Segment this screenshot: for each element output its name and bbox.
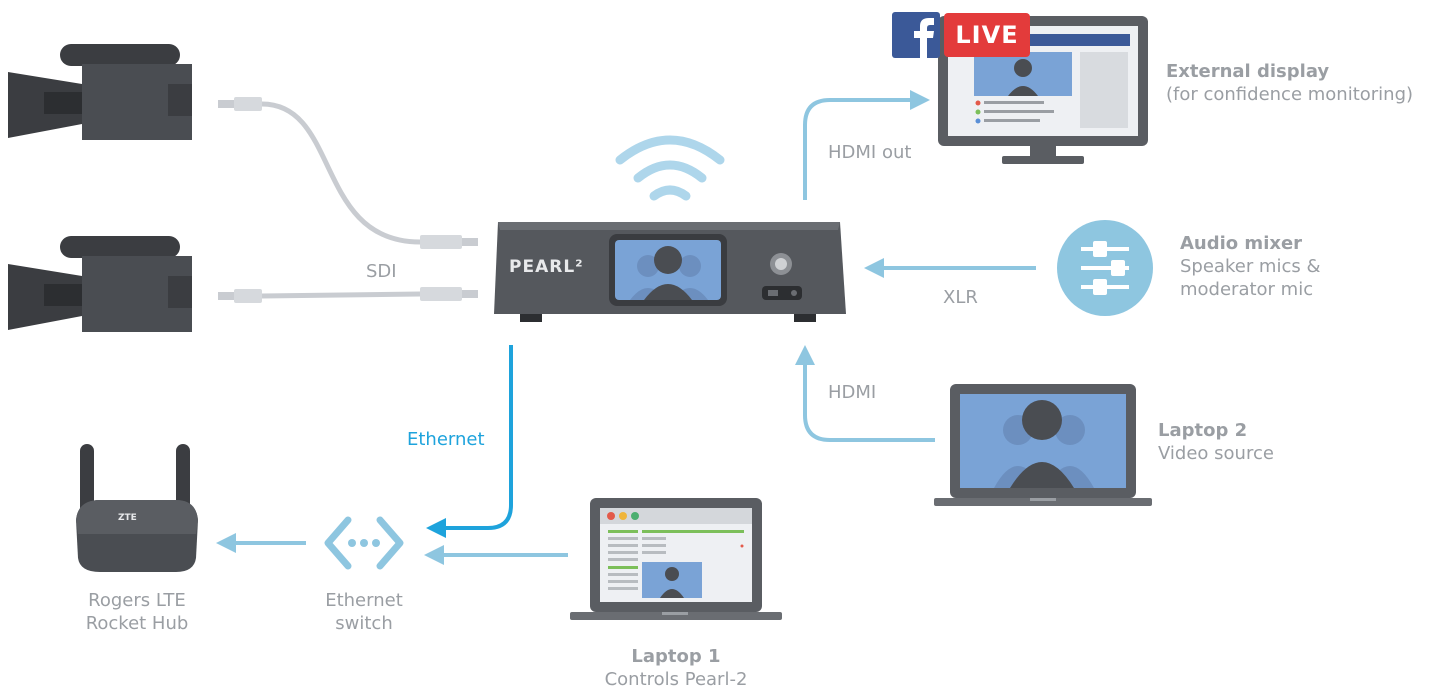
ethernet-line: [426, 345, 513, 538]
switch-line2: switch: [335, 613, 393, 634]
lte-router-icon: [76, 444, 198, 572]
sdi-label: SDI: [366, 261, 397, 282]
audio-mixer-title: Audio mixer: [1180, 233, 1303, 254]
hdmi-in-arrow: [795, 345, 935, 442]
pearl-brand-label: PEARL²: [509, 257, 584, 277]
ethernet-switch-icon: [324, 516, 404, 570]
camera-2-icon: [8, 236, 192, 332]
audio-mixer-line1: Speaker mics &: [1180, 256, 1321, 277]
sdi-cable-1: [218, 97, 478, 249]
switch-caption: Ethernet switch: [304, 589, 424, 635]
laptop-1-icon: [570, 498, 782, 620]
external-display-subtitle: (for confidence monitoring): [1166, 84, 1414, 105]
audio-mixer-icon: [1057, 220, 1153, 316]
laptop-2-caption: Laptop 2 Video source: [1158, 419, 1274, 465]
xlr-label: XLR: [943, 287, 978, 308]
pearl2-device: [494, 222, 846, 322]
hdmi-label: HDMI: [828, 382, 877, 403]
ethernet-label: Ethernet: [407, 429, 485, 450]
lte-line1: Rogers LTE: [88, 590, 186, 611]
laptop-2-subtitle: Video source: [1158, 443, 1274, 464]
router-brand-label: ZTE: [118, 513, 137, 523]
facebook-logo-icon: [892, 12, 940, 58]
hdmi-out-arrow: [803, 90, 930, 200]
sdi-cable-2: [218, 287, 478, 303]
laptop-2-icon: [934, 384, 1152, 506]
external-display-title: External display: [1166, 61, 1330, 82]
live-badge: LIVE: [944, 13, 1030, 57]
audio-mixer-line2: moderator mic: [1180, 279, 1314, 300]
laptop-2-title: Laptop 2: [1158, 420, 1248, 441]
laptop-1-subtitle: Controls Pearl-2: [604, 669, 748, 690]
switch-line1: Ethernet: [325, 590, 403, 611]
laptop-1-title: Laptop 1: [631, 646, 721, 667]
audio-mixer-caption: Audio mixer Speaker mics & moderator mic: [1180, 232, 1321, 301]
lte-line2: Rocket Hub: [85, 613, 189, 634]
external-display-monitor: [938, 16, 1148, 164]
wifi-icon: [615, 135, 725, 201]
hdmi-out-label: HDMI out: [828, 142, 912, 163]
camera-1-icon: [8, 44, 192, 140]
external-display-caption: External display (for confidence monitor…: [1166, 60, 1413, 106]
lte-caption: Rogers LTE Rocket Hub: [62, 589, 212, 635]
laptop-1-caption: Laptop 1 Controls Pearl-2: [576, 645, 776, 691]
